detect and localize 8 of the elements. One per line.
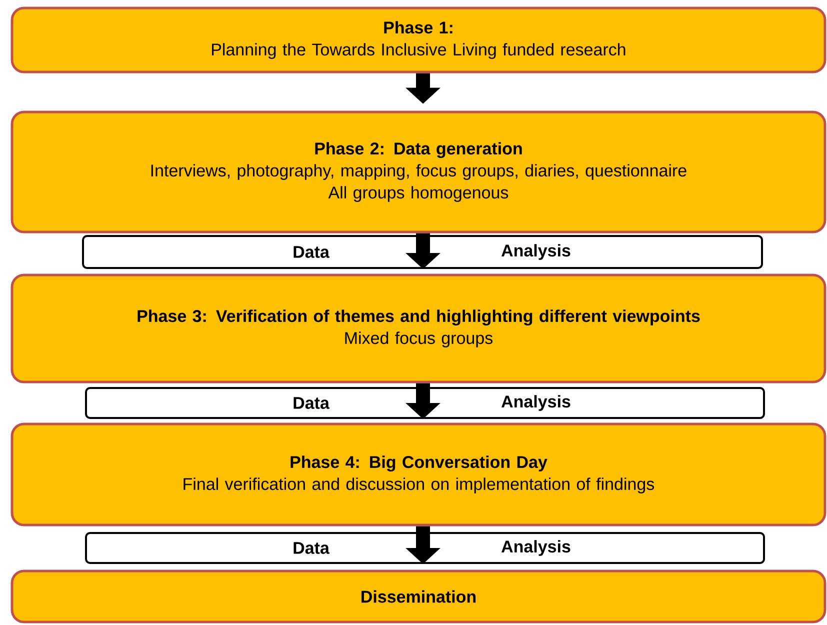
phase-box: Phase 1: Planning the Towards Inclusive Living funded research (10, 6, 826, 74)
data-analysis-bar: Data Analysis (82, 235, 763, 269)
data-analysis-bar: Data Analysis (85, 532, 765, 564)
phase-box: Phase 2: Data generation Interviews, photography, mapping, focus groups, diaries, questionnaire All groups homogenous (10, 110, 826, 234)
phase-box: Phase 3: Verification of themes and highlighting different viewpoints Mixed focus groups (10, 274, 826, 384)
phase-box: Dissemination (10, 570, 826, 624)
phase-box: Phase 4: Big Conversation Day Final verification and discussion on implementation of findings (10, 422, 826, 526)
data-analysis-bar: Data Analysis (85, 387, 765, 419)
